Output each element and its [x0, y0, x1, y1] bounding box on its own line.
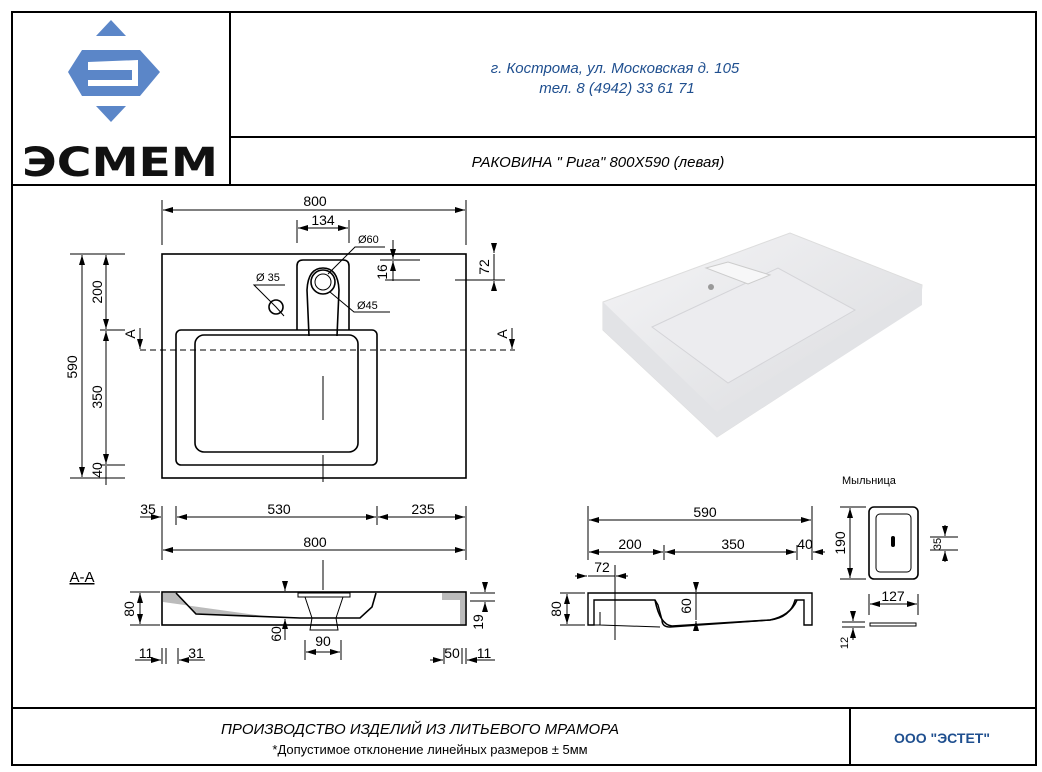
soap-dim-127: 127: [881, 588, 905, 604]
soap-dim-190: 190: [832, 531, 848, 555]
drawing-title: РАКОВИНА " Рига" 800X590 (левая): [472, 154, 725, 171]
soap-dim-35: 35: [932, 538, 944, 550]
top-view: 800 134 Ø60 Ø45 Ø 35 16 72 590 200 350 4…: [64, 193, 515, 485]
dim-90: 90: [315, 633, 331, 649]
dim-80: 80: [121, 601, 137, 617]
dim-60: 60: [268, 626, 284, 642]
side-dim-72: 72: [594, 559, 610, 575]
side-dim-350: 350: [721, 536, 745, 552]
side-dim-200: 200: [618, 536, 642, 552]
dim-31: 31: [188, 645, 204, 661]
dim-200: 200: [89, 280, 105, 304]
soap-dish-title: Мыльница: [842, 475, 897, 487]
phone: тел. 8 (4942) 33 61 71: [539, 80, 695, 97]
dim-530: 530: [267, 501, 291, 517]
dim-depth: 590: [64, 355, 80, 379]
dim-d35: Ø 35: [256, 272, 280, 284]
section-mark-left: A: [122, 329, 138, 339]
dim-235: 235: [411, 501, 435, 517]
dim-40: 40: [89, 462, 105, 478]
section-label: A-A: [69, 569, 94, 586]
dim-72: 72: [476, 259, 492, 275]
dim-50: 50: [444, 645, 460, 661]
dim-d60: Ø60: [358, 234, 379, 246]
logo-text: ЭСМЕМ: [22, 140, 218, 186]
dim-16: 16: [374, 264, 390, 280]
footer-production: ПРОИЗВОДСТВО ИЗДЕЛИЙ ИЗ ЛИТЬЕВОГО МРАМОР…: [221, 720, 619, 738]
sink-render-image: [602, 232, 923, 438]
section-mark-right: A: [494, 329, 510, 339]
side-view: 590 200 350 40 72 80 60: [548, 504, 825, 640]
side-dim-60: 60: [678, 598, 694, 614]
dim-350: 350: [89, 385, 105, 409]
title-block-frame: [11, 11, 1037, 766]
company-logo: ЭСМЕМ: [22, 20, 218, 186]
side-dim-40: 40: [797, 536, 813, 552]
dim-19: 19: [470, 614, 486, 630]
section-a-a: A-A 35 530 235 800 80 60 90 19 11 31 50 …: [69, 501, 495, 664]
address: г. Кострома, ул. Московская д. 105: [491, 60, 740, 77]
soap-dish: Мыльница 190 35 127 12: [832, 475, 958, 649]
dim-d45: Ø45: [357, 300, 378, 312]
dim-800: 800: [303, 534, 327, 550]
side-dim-590: 590: [693, 504, 717, 520]
footer-company: ООО "ЭСТЕТ": [894, 730, 990, 746]
dim-35: 35: [140, 501, 156, 517]
dim-11-left: 11: [139, 645, 154, 661]
dim-11-right: 11: [477, 645, 492, 661]
footer-tolerance: *Допустимое отклонение линейных размеров…: [272, 742, 587, 757]
dim-faucet: 134: [311, 212, 335, 228]
side-dim-80: 80: [548, 601, 564, 617]
dim-width: 800: [303, 193, 327, 209]
soap-dim-12: 12: [839, 637, 851, 649]
